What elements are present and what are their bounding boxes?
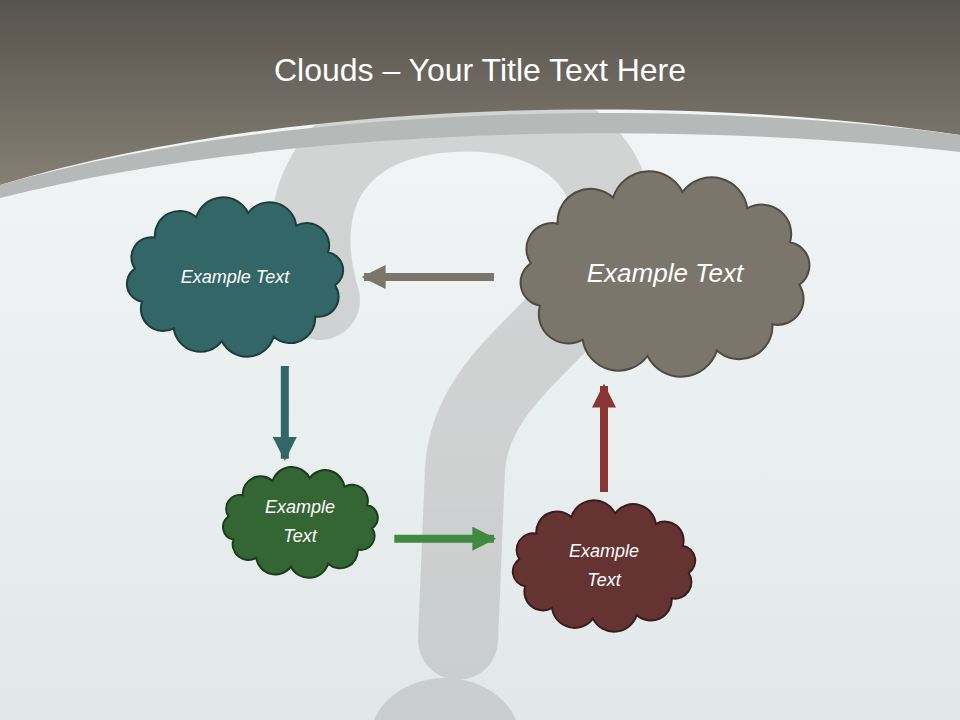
flow-arrow [394, 535, 494, 543]
flow-arrow [600, 386, 608, 492]
cloud-text: Example Text [181, 263, 289, 292]
question-dot [370, 678, 520, 720]
slide-title: Clouds – Your Title Text Here [0, 52, 960, 89]
cloud-outline [223, 467, 378, 578]
cloud-outline [127, 197, 343, 356]
text-wrap: Example Text [250, 493, 350, 551]
cloud-node: Example Text [212, 465, 389, 580]
cloud-text: Example Text [250, 493, 350, 551]
cloud-node: Example Text [112, 194, 358, 360]
cloud-node: Example Text [500, 168, 830, 380]
cloud-text: Example Text [554, 537, 654, 595]
cloud-outline [521, 171, 810, 376]
cloud-outline [513, 500, 695, 631]
cloud-shape [500, 498, 708, 634]
header-stripe [0, 113, 960, 198]
cloud-node: Example Text [500, 498, 708, 634]
text-wrap: Example Text [181, 263, 289, 292]
flow-arrow [364, 273, 494, 281]
text-wrap: Example Text [587, 253, 744, 295]
cloud-text: Example Text [587, 253, 744, 295]
cloud-shape [212, 465, 389, 580]
text-wrap: Example Text [554, 537, 654, 595]
flow-arrow [281, 366, 289, 459]
